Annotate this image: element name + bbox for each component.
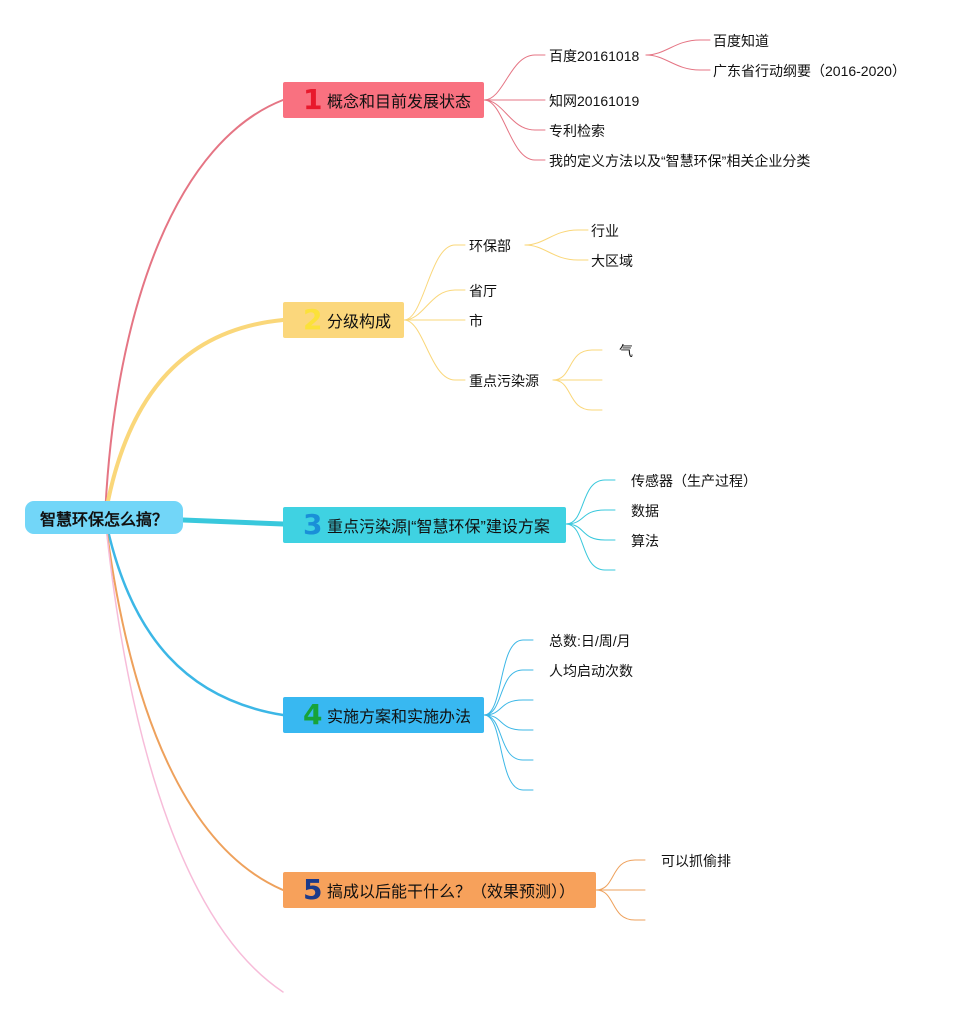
root-node[interactable]: 智慧环保怎么搞？ bbox=[25, 501, 183, 534]
subtopic-catch-illegal-discharge[interactable]: 可以抓偷排 bbox=[661, 853, 731, 869]
connector-11 bbox=[524, 244, 589, 261]
connector-24 bbox=[483, 714, 534, 791]
subtopic-large-region[interactable]: 大区域 bbox=[591, 253, 633, 269]
connector-20 bbox=[483, 669, 534, 716]
connector-6 bbox=[403, 244, 466, 321]
subtopic-city[interactable]: 市 bbox=[469, 313, 483, 329]
subtopic-baidu-20161018[interactable]: 百度20161018 bbox=[549, 48, 640, 64]
connector-17 bbox=[565, 523, 616, 541]
connector-23 bbox=[483, 714, 534, 761]
topic-3-number: 3 bbox=[303, 508, 323, 541]
topic-4-number: 4 bbox=[303, 698, 323, 731]
connector-14 bbox=[552, 379, 603, 411]
connector-10 bbox=[524, 229, 589, 246]
subtopic-baidu-zhidao[interactable]: 百度知道 bbox=[713, 33, 769, 49]
topic-3[interactable]: 3 重点污染源|“智慧环保”建设方案 bbox=[283, 507, 566, 543]
connector-9 bbox=[403, 319, 466, 381]
topic-1-number: 1 bbox=[303, 83, 323, 116]
connector-7 bbox=[403, 289, 466, 321]
subtopic-province[interactable]: 省厅 bbox=[469, 283, 497, 299]
connector-15 bbox=[565, 479, 616, 525]
subtopic-cnki-20161019[interactable]: 知网20161019 bbox=[549, 93, 640, 109]
topic-5-number: 5 bbox=[303, 873, 323, 906]
connector-0 bbox=[483, 54, 546, 101]
connector-16 bbox=[565, 509, 616, 525]
branch-topic-4 bbox=[103, 515, 285, 717]
topic-1[interactable]: 1 概念和目前发展状态 bbox=[283, 82, 484, 118]
branch-extra bbox=[104, 516, 284, 993]
subtopic-patent-search[interactable]: 专利检索 bbox=[549, 123, 605, 139]
subtopic-guangdong-plan[interactable]: 广东省行动纲要（2016-2020） bbox=[713, 63, 906, 79]
connector-3 bbox=[483, 99, 546, 161]
topic-4[interactable]: 4 实施方案和实施办法 bbox=[283, 697, 484, 733]
connector-22 bbox=[483, 714, 534, 731]
connector-12 bbox=[552, 349, 603, 381]
topic-4-label: 实施方案和实施办法 bbox=[327, 709, 472, 726]
subtopic-key-pollution-source[interactable]: 重点污染源 bbox=[469, 373, 539, 389]
subtopic-algorithm[interactable]: 算法 bbox=[631, 533, 659, 549]
subtopic-industry[interactable]: 行业 bbox=[591, 223, 619, 239]
branch-topic-5 bbox=[104, 516, 284, 891]
subtopic-sensor[interactable]: 传感器（生产过程） bbox=[631, 473, 757, 489]
topic-2-label: 分级构成 bbox=[327, 314, 392, 331]
topic-5-label: 搞成以后能干什么？（效果预测）） bbox=[327, 884, 576, 901]
connector-27 bbox=[595, 889, 646, 921]
connector-5 bbox=[645, 54, 711, 71]
subtopic-data[interactable]: 数据 bbox=[631, 503, 659, 519]
topic-5[interactable]: 5 搞成以后能干什么？（效果预测）） bbox=[283, 872, 596, 908]
connector-19 bbox=[483, 639, 534, 716]
topic-3-label: 重点污染源|“智慧环保”建设方案 bbox=[327, 519, 550, 536]
subtopic-starts-per-person[interactable]: 人均启动次数 bbox=[549, 663, 633, 679]
subtopic-air[interactable]: 气 bbox=[619, 343, 633, 359]
connector-4 bbox=[645, 39, 711, 56]
branch-topic-3 bbox=[180, 517, 286, 527]
connector-25 bbox=[595, 859, 646, 891]
subtopic-total-count[interactable]: 总数:日/周/月 bbox=[549, 633, 631, 649]
connector-18 bbox=[565, 523, 616, 571]
subtopic-definition-method[interactable]: 我的定义方法以及“智慧环保”相关企业分类 bbox=[549, 153, 811, 169]
root-label: 智慧环保怎么搞？ bbox=[39, 511, 168, 529]
topic-2[interactable]: 2 分级构成 bbox=[283, 302, 404, 338]
subtopic-ministry[interactable]: 环保部 bbox=[469, 238, 511, 254]
branch-topic-1 bbox=[104, 99, 284, 518]
branch-topic-2 bbox=[103, 318, 285, 519]
connector-21 bbox=[483, 699, 534, 716]
topic-2-number: 2 bbox=[303, 303, 323, 336]
connector-2 bbox=[483, 99, 546, 131]
topic-1-label: 概念和目前发展状态 bbox=[327, 94, 472, 111]
